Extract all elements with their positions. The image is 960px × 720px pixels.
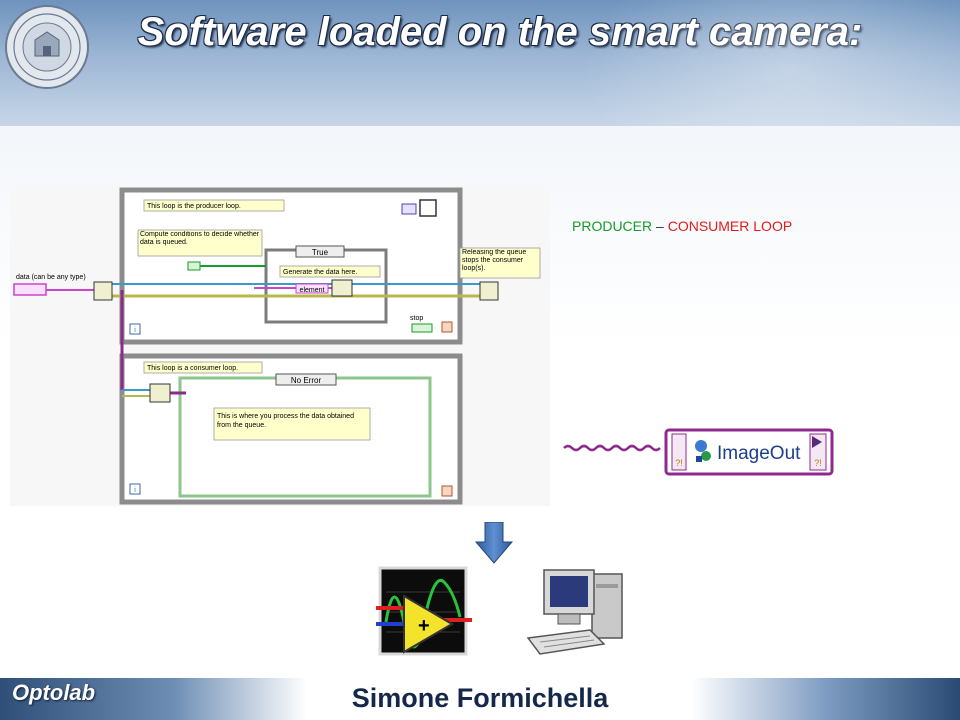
imageout-label: ImageOut bbox=[717, 443, 801, 464]
producer-label: PRODUCER bbox=[572, 218, 653, 234]
producer-consumer-block-diagram: True No Error data (can be any type) ele… bbox=[10, 186, 550, 506]
label-separator: – bbox=[652, 218, 668, 234]
slide-header: Software loaded on the smart camera: bbox=[0, 0, 960, 126]
brand-logo: Optolab bbox=[12, 680, 96, 705]
consumer-iteration-terminal: i bbox=[134, 487, 136, 494]
author-name: Simone Formichella bbox=[351, 683, 609, 713]
stop-label: stop bbox=[410, 315, 423, 322]
case-selector-no-error: No Error bbox=[291, 376, 322, 385]
arrow-down-icon bbox=[474, 522, 514, 564]
university-seal-icon bbox=[5, 5, 89, 89]
case-selector-true: True bbox=[312, 248, 329, 257]
producer-comment: This loop is the producer loop. bbox=[147, 203, 241, 210]
producer-iteration-terminal: i bbox=[134, 327, 136, 334]
process-comment: This is where you process the data obtai… bbox=[217, 413, 354, 429]
element-label: element bbox=[300, 287, 325, 294]
conditions-comment: Compute conditions to decide whether dat… bbox=[140, 231, 260, 246]
computer-icon bbox=[520, 560, 632, 660]
imageout-node: ?! ?! ImageOut bbox=[560, 412, 860, 494]
slide-title: Software loaded on the smart camera: bbox=[137, 10, 863, 54]
input-data-label: data (can be any type) bbox=[16, 274, 86, 281]
labview-icon: + bbox=[376, 566, 472, 656]
svg-text:+: + bbox=[418, 615, 430, 637]
release-comment: Releasing the queue stops the consumer l… bbox=[462, 249, 527, 272]
consumer-label: CONSUMER LOOP bbox=[667, 218, 793, 234]
consumer-comment: This loop is a consumer loop. bbox=[147, 365, 238, 372]
generate-comment: Generate the data here. bbox=[283, 269, 357, 276]
svg-text:?!: ?! bbox=[675, 458, 683, 468]
producer-consumer-label: PRODUCER – CONSUMER LOOP bbox=[572, 218, 792, 234]
svg-text:?!: ?! bbox=[814, 458, 822, 468]
slide-footer bbox=[0, 678, 960, 720]
